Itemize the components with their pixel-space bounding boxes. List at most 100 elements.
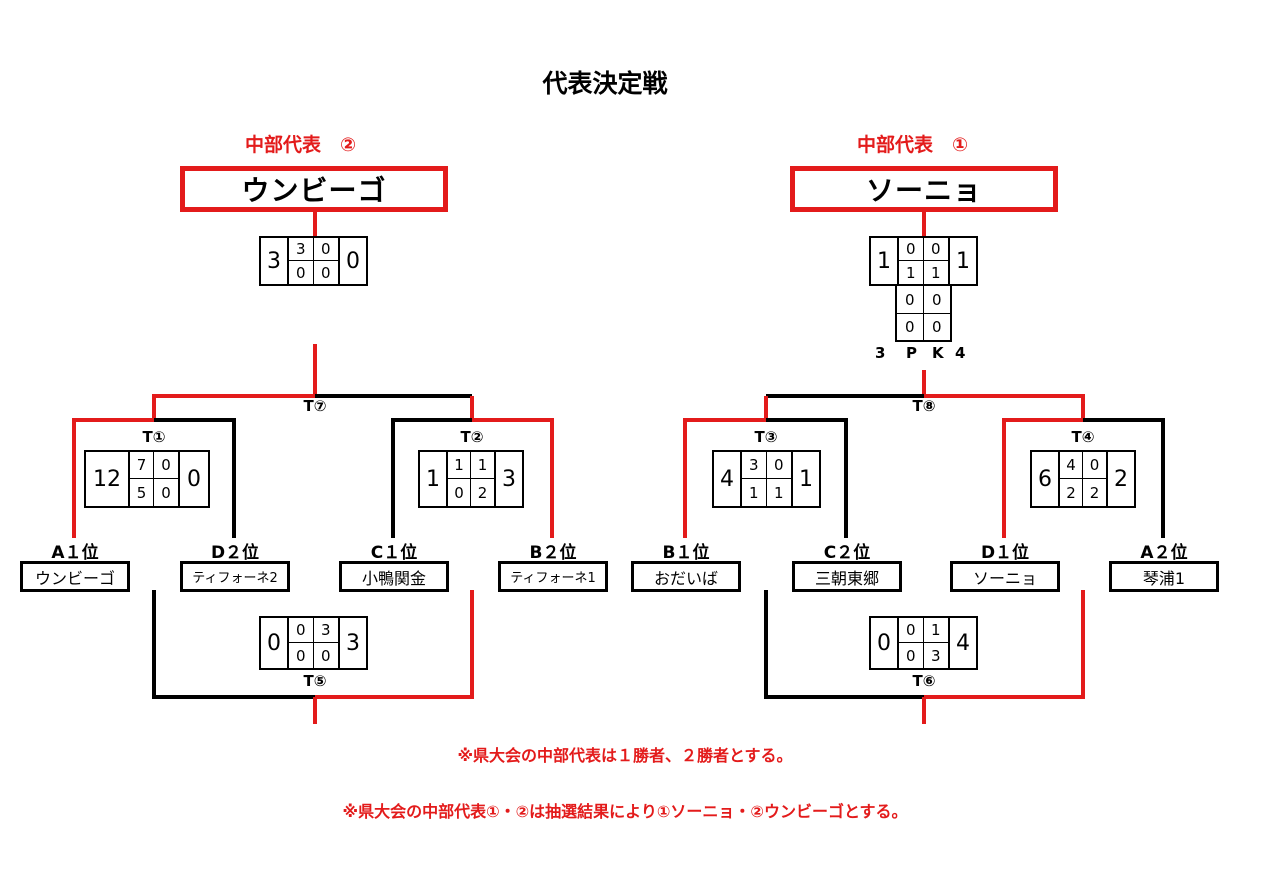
- score-cell: 0: [899, 643, 924, 668]
- score-total-left: 1: [426, 466, 440, 492]
- t6-line-red: [924, 590, 1085, 699]
- score-cell: 0: [289, 618, 314, 643]
- score-cell: 0: [289, 261, 314, 284]
- note-line: ※県大会の中部代表①・②は抽選結果により①ソーニョ・②ウンビーゴとする。: [342, 802, 908, 821]
- match-label-t4: T④: [1071, 428, 1095, 446]
- seed-label: D２位: [210, 543, 260, 563]
- t8-bar-red: [924, 394, 1085, 420]
- score-total-left: 12: [93, 466, 121, 492]
- match-t4-score: 6 4 0 2 2 2: [1030, 450, 1136, 508]
- team-box: 琴浦1: [1109, 561, 1219, 592]
- score-cell: 0: [161, 483, 171, 502]
- score-total-right: 0: [346, 248, 360, 274]
- score-cell: 1: [471, 452, 494, 479]
- score-total-left: 0: [877, 630, 891, 656]
- seed-label: C２位: [823, 543, 871, 563]
- pk-cell: 0: [931, 317, 942, 336]
- score-total-left: 4: [720, 466, 734, 492]
- t7-bar-red: [152, 394, 315, 420]
- match-label-t8: T⑧: [912, 397, 936, 415]
- score-cell: 0: [320, 646, 331, 665]
- seed-label: A１位: [51, 543, 99, 563]
- match-label-t3: T③: [754, 428, 778, 446]
- score-cell: 1: [899, 261, 924, 284]
- seed-label: D１位: [980, 543, 1030, 563]
- t6-line-black: [764, 590, 924, 699]
- match-label-t1: T①: [142, 428, 166, 446]
- score-cell: 3: [742, 452, 767, 479]
- match-t1-score: 12 7 0 5 0 0: [84, 450, 210, 508]
- seed-label: B２位: [529, 543, 577, 563]
- match-label-t6: T⑥: [912, 672, 936, 690]
- score-cell: 0: [320, 263, 331, 282]
- match-label-t7: T⑦: [303, 397, 327, 415]
- team-box: ティフォーネ2: [180, 561, 290, 592]
- t5-line-black: [152, 590, 315, 699]
- t5-line-red: [315, 590, 474, 699]
- left-rep-winner: ウンビーゴ: [180, 166, 448, 212]
- team-box: 小鴨関金: [339, 561, 449, 592]
- right-rep-winner: ソーニョ: [790, 166, 1058, 212]
- pk-label-k: K: [932, 344, 944, 362]
- score-cell: 0: [899, 618, 924, 643]
- score-total-right: 2: [1114, 466, 1128, 492]
- score-cell: 1: [930, 263, 941, 282]
- score-total-right: 1: [956, 248, 970, 274]
- score-cell: 1: [448, 452, 471, 479]
- team-box: ウンビーゴ: [20, 561, 130, 592]
- score-cell: 0: [448, 479, 471, 506]
- match-label-t2: T②: [460, 428, 484, 446]
- pk-cell: 0: [897, 286, 924, 313]
- final-left-score: 3 3 0 0 0 0: [259, 236, 368, 286]
- score-total-right: 3: [502, 466, 516, 492]
- score-cell: 0: [289, 643, 314, 668]
- score-cell: 1: [923, 618, 948, 643]
- score-cell: 0: [313, 238, 338, 261]
- score-cell: 3: [313, 618, 338, 643]
- pk-cell: 0: [897, 313, 924, 340]
- pk-left-total: 3: [875, 344, 886, 362]
- match-t3-score: 4 3 0 1 1 1: [712, 450, 821, 508]
- pk-label-p: P: [906, 344, 917, 362]
- pk-right-total: 4: [955, 344, 966, 362]
- score-total-left: 0: [267, 630, 281, 656]
- match-t5-score: 0 0 3 0 0 3: [259, 616, 368, 670]
- score-cell: 4: [1060, 452, 1083, 479]
- team-box: おだいば: [631, 561, 741, 592]
- score-cell: 1: [773, 483, 784, 502]
- seed-label: B１位: [662, 543, 710, 563]
- score-cell: 2: [1060, 479, 1083, 506]
- score-cell: 0: [1083, 452, 1106, 479]
- final-right-score: 1 0 0 1 1 1: [869, 236, 978, 286]
- score-total-right: 3: [346, 630, 360, 656]
- score-cell: 3: [930, 646, 941, 665]
- t4-line-black: [1083, 418, 1165, 538]
- score-cell: 2: [1089, 483, 1100, 502]
- page-title: 代表決定戦: [542, 69, 668, 98]
- note-line: ※県大会の中部代表は１勝者、２勝者とする。: [457, 746, 793, 765]
- score-total-right: 4: [956, 630, 970, 656]
- pk-cell: 0: [931, 290, 942, 309]
- t4-line-red: [1002, 418, 1083, 538]
- score-cell: 0: [154, 452, 178, 479]
- score-cell: 0: [899, 238, 924, 261]
- score-total-left: 6: [1038, 466, 1052, 492]
- t1-line-black: [154, 418, 236, 538]
- seed-label: C１位: [370, 543, 418, 563]
- score-total-right: 1: [799, 466, 813, 492]
- team-box: 三朝東郷: [792, 561, 902, 592]
- match-t6-score: 0 0 1 0 3 4: [869, 616, 978, 670]
- t1-line-red: [72, 418, 154, 538]
- score-cell: 2: [477, 483, 488, 502]
- left-rep-label: 中部代表 ②: [245, 134, 357, 156]
- match-t2-score: 1 1 1 0 2 3: [418, 450, 524, 508]
- score-total-right: 0: [187, 466, 201, 492]
- t2-line-black: [391, 418, 472, 538]
- score-cell: 5: [130, 479, 154, 506]
- score-cell: 0: [766, 452, 791, 479]
- score-total-left: 1: [877, 248, 891, 274]
- score-cell: 3: [289, 238, 314, 261]
- seed-label: A２位: [1140, 543, 1188, 563]
- score-cell: 7: [130, 452, 154, 479]
